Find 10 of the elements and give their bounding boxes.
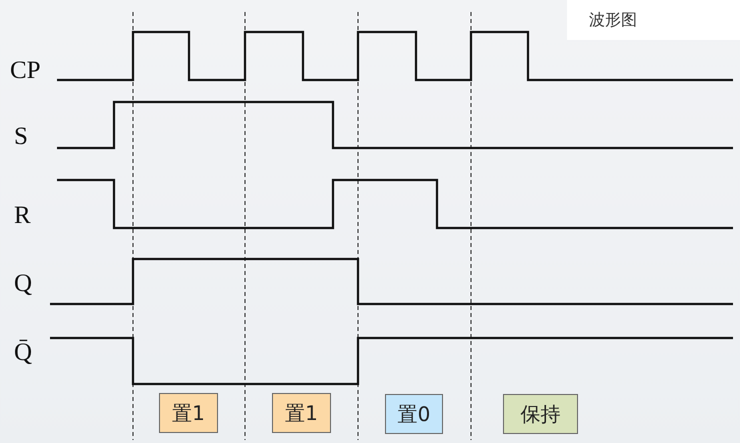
- state-tag: 置1: [159, 393, 218, 433]
- signal-label: CP: [10, 58, 41, 83]
- state-tag: 置1: [272, 393, 331, 433]
- title-text: 波形图: [567, 0, 740, 40]
- state-tag: 保持: [503, 394, 578, 434]
- signal-label: R: [14, 203, 31, 228]
- signal-label: Q: [14, 271, 32, 296]
- signal-label: Q̄: [14, 340, 32, 365]
- signal-label: S: [14, 124, 28, 149]
- state-tag: 置0: [385, 394, 443, 434]
